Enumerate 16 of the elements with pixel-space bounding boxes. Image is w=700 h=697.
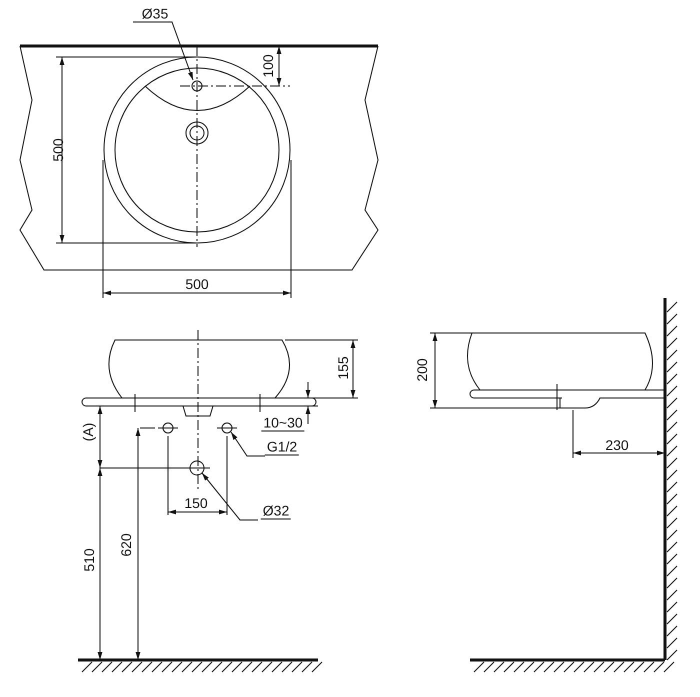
dimension-label: (A) — [80, 422, 96, 442]
leader-line — [202, 472, 258, 520]
dimension-label: 155 — [335, 356, 351, 380]
leader-line — [132, 22, 194, 80]
dimension-callout: G1/2 — [264, 438, 300, 456]
dimension-label: 200 — [414, 358, 430, 382]
dimension-callout: Ø35 — [140, 6, 170, 22]
dimension-label: 620 — [118, 533, 134, 557]
dimension-label: 100 — [260, 54, 276, 78]
leader-line — [230, 432, 266, 456]
dimension-label: 230 — [605, 437, 629, 453]
dimension-callout: Ø32 — [260, 502, 292, 520]
dimension-label: 10~30 — [261, 414, 305, 432]
dimension-label: 500 — [185, 276, 209, 292]
dimension-label: 150 — [184, 495, 208, 511]
dimension-label: 510 — [81, 548, 97, 572]
